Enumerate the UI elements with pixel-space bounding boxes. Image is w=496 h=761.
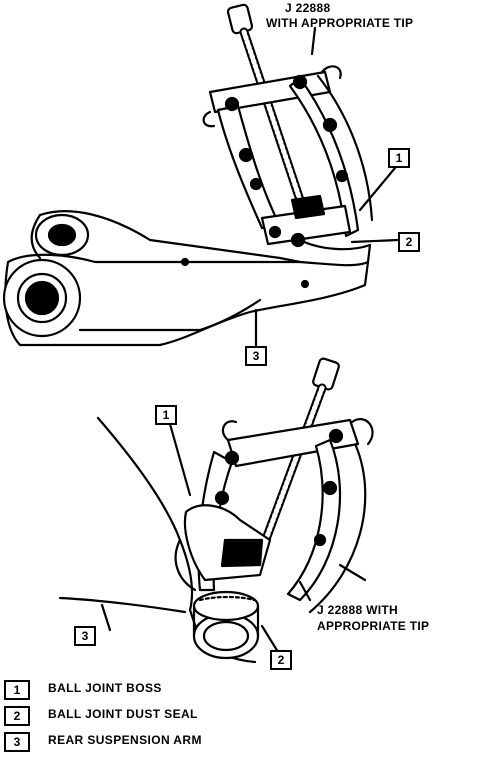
bottom-callout-1: 1	[155, 405, 177, 425]
top-puller-tool	[202, 3, 374, 248]
bottom-tool-label-line2: APPROPRIATE TIP	[317, 619, 430, 633]
bottom-leader-lines	[100, 422, 367, 654]
top-callout-2: 2	[398, 232, 420, 252]
top-callout-1: 1	[388, 148, 410, 168]
bottom-suspension-arm	[58, 416, 260, 664]
bottom-callout-2: 2	[270, 650, 292, 670]
legend-number: 2	[4, 706, 30, 726]
top-callout-3: 3	[245, 346, 267, 366]
top-leader-lines	[254, 26, 400, 350]
top-tool-label-line2: WITH APPROPRIATE TIP	[266, 16, 414, 30]
legend-number: 1	[4, 680, 30, 700]
bottom-puller-tool	[183, 357, 374, 614]
legend-text: BALL JOINT BOSS	[48, 681, 162, 695]
legend-text: BALL JOINT DUST SEAL	[48, 707, 198, 721]
legend-text: REAR SUSPENSION ARM	[48, 733, 202, 747]
top-tool-label-line1: J 22888	[285, 1, 331, 15]
top-suspension-arm	[2, 210, 372, 347]
bottom-tool-label-line1: J 22888 WITH	[317, 603, 398, 617]
legend-number: 3	[4, 732, 30, 752]
bottom-callout-3: 3	[74, 626, 96, 646]
